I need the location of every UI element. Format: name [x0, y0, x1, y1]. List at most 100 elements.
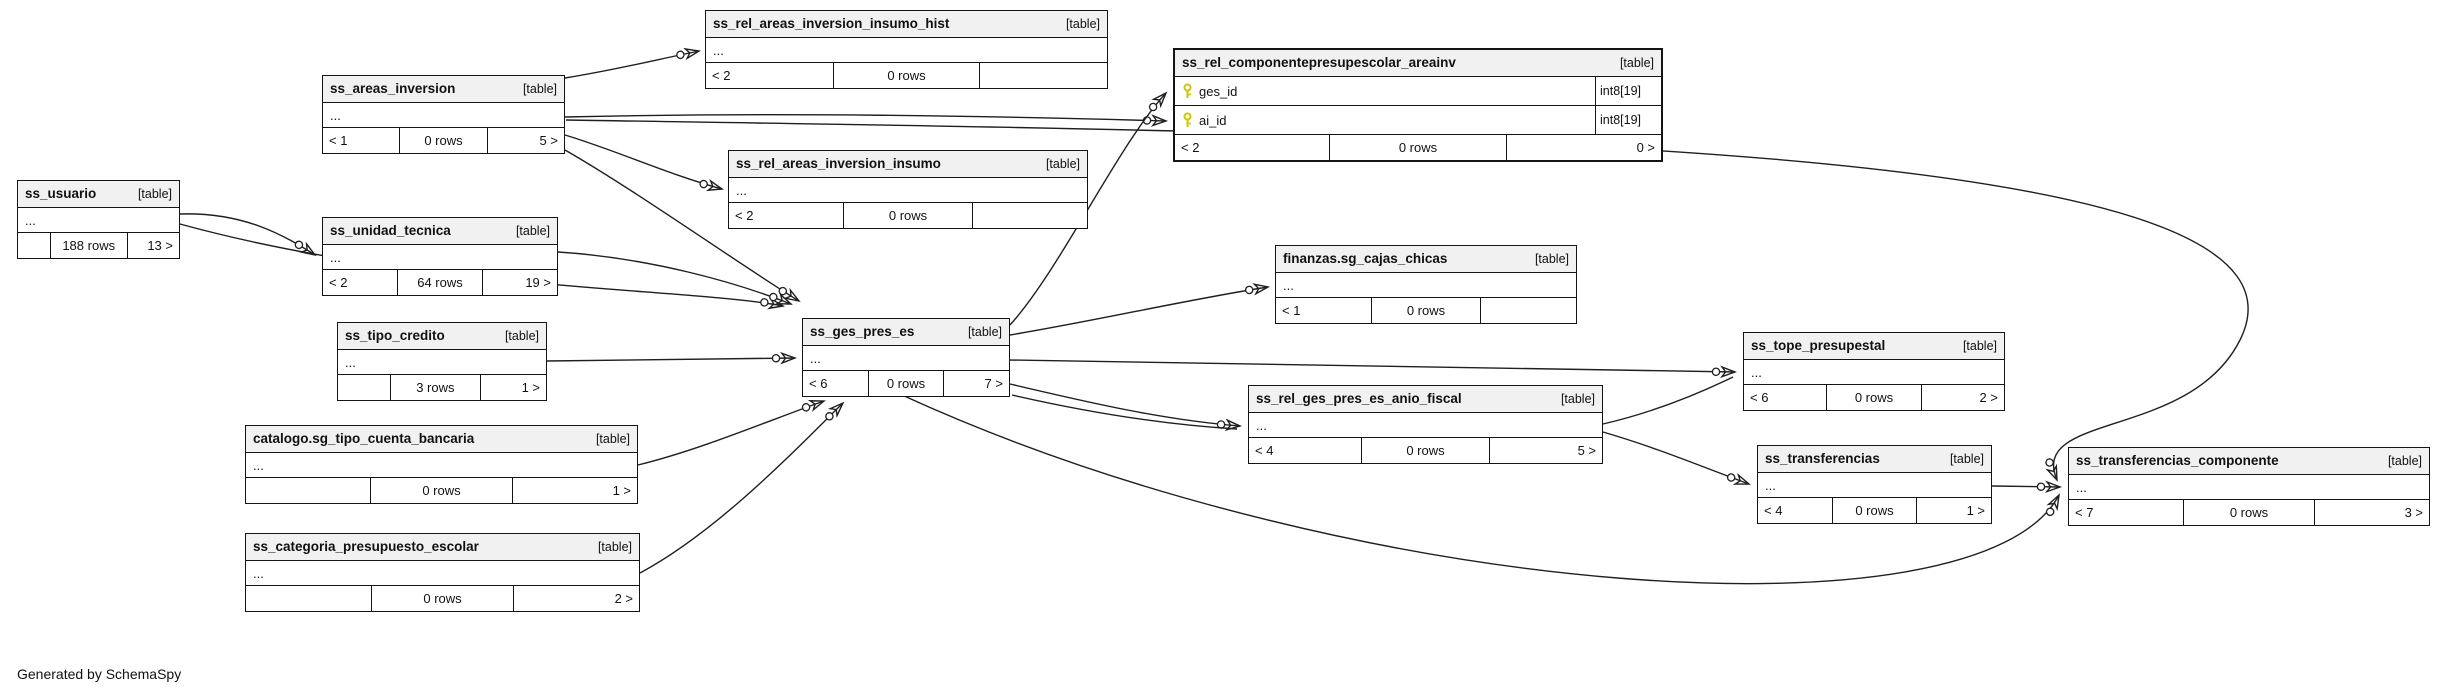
row-count: 0 rows	[1827, 385, 1922, 410]
row-count: 0 rows	[1833, 498, 1918, 523]
table-ellipsis: ...	[323, 103, 564, 128]
edge-anio-fiscal-tope-presupestal	[1602, 376, 1734, 425]
column-row-ai-id[interactable]: ai_id int8[19]	[1175, 106, 1661, 135]
table-type-tag: [table]	[2387, 453, 2422, 468]
row-count: 188 rows	[51, 233, 128, 258]
edge-categoria-ges-pres-es	[639, 401, 845, 574]
row-count: 0 rows	[844, 203, 974, 228]
parents-count: < 2	[323, 270, 399, 295]
table-name[interactable]: ss_rel_ges_pres_es_anio_fiscal	[1256, 391, 1462, 407]
table-name[interactable]: ss_transferencias	[1765, 451, 1880, 467]
row-count: 3 rows	[391, 375, 481, 400]
column-name: ai_id	[1199, 112, 1227, 128]
row-count: 0 rows	[372, 586, 515, 611]
children-count	[1481, 298, 1576, 323]
table-node-catalogo-sg-tipo-cuenta-bancaria[interactable]: catalogo.sg_tipo_cuenta_bancaria[table] …	[245, 425, 638, 504]
parents-count	[246, 478, 372, 503]
children-count: 1 >	[612, 483, 631, 498]
table-name[interactable]: ss_rel_componentepresupescolar_areainv	[1182, 55, 1456, 71]
column-type: int8[19]	[1595, 106, 1661, 134]
row-count: 64 rows	[398, 270, 483, 295]
table-ellipsis: ...	[2069, 475, 2429, 500]
edge-areas-inversion-ges-pres-es	[564, 149, 801, 303]
edge-areas-inversion-insumo	[564, 134, 724, 192]
row-count: 0 rows	[400, 128, 488, 153]
children-count: 5 >	[1577, 443, 1596, 458]
children-count	[980, 63, 1107, 88]
table-ellipsis: ...	[1758, 473, 1991, 498]
row-count: 0 rows	[371, 478, 513, 503]
table-type-tag: [table]	[597, 539, 632, 554]
table-name[interactable]: ss_unidad_tecnica	[330, 223, 451, 239]
parents-count: < 4	[1249, 438, 1362, 463]
children-count: 7 >	[984, 376, 1003, 391]
parents-count: < 4	[1758, 498, 1833, 523]
children-count: 3 >	[2404, 505, 2423, 520]
table-type-tag: [table]	[1065, 16, 1100, 31]
table-node-ss-rel-ges-pres-es-anio-fiscal[interactable]: ss_rel_ges_pres_es_anio_fiscal [table] ..…	[1248, 385, 1603, 464]
table-node-ss-rel-areas-inversion-insumo-hist[interactable]: ss_rel_areas_inversion_insumo_hist [table…	[705, 10, 1108, 89]
parents-count: < 2	[706, 63, 835, 88]
parents-count	[338, 375, 391, 400]
table-ellipsis: ...	[18, 208, 179, 233]
children-count: 2 >	[614, 591, 634, 606]
edge-ges-pres-es-anio-fiscal-2	[1011, 394, 1238, 430]
table-name[interactable]: finanzas.sg_cajas_chicas	[1283, 251, 1448, 267]
edge-ges-pres-es-transferencias-componente	[901, 394, 2060, 585]
primary-key-icon	[1183, 112, 1192, 127]
edge-transferencias-transferencias-componente	[1991, 480, 2063, 494]
column-row-ges-id[interactable]: ges_id int8[19]	[1175, 77, 1661, 106]
row-count: 0 rows	[1362, 438, 1490, 463]
table-ellipsis: ...	[338, 350, 546, 375]
table-name[interactable]: ss_transferencias_componente	[2076, 453, 2279, 469]
table-name[interactable]: ss_usuario	[25, 186, 97, 202]
edge-catalogo-ges-pres-es	[637, 400, 826, 466]
children-count: 19 >	[525, 275, 551, 290]
table-name[interactable]: ss_areas_inversion	[330, 81, 456, 97]
edge-anio-fiscal-transferencias	[1602, 431, 1751, 485]
parents-count: < 2	[1175, 135, 1331, 160]
table-name[interactable]: catalogo.sg_tipo_cuenta_bancaria	[253, 431, 475, 447]
table-type-tag: [table]	[522, 81, 557, 96]
table-name[interactable]: ss_rel_areas_inversion_insumo_hist	[713, 16, 950, 32]
table-name[interactable]: ss_tope_presupestal	[1751, 338, 1886, 354]
column-type: int8[19]	[1595, 77, 1661, 105]
row-count: 0 rows	[1330, 135, 1507, 160]
parents-count: < 7	[2069, 500, 2185, 525]
table-node-ss-rel-componentepresupescolar-areainv[interactable]: ss_rel_componentepresupescolar_areainv[t…	[1173, 48, 1663, 162]
edge-ges-pres-es-tope-presupestal	[1009, 359, 1738, 379]
table-type-tag: [table]	[595, 431, 630, 446]
table-node-ss-rel-areas-inversion-insumo[interactable]: ss_rel_areas_inversion_insumo[table] ...…	[728, 150, 1088, 229]
row-count: 0 rows	[834, 63, 980, 88]
table-ellipsis: ...	[1249, 413, 1602, 438]
table-node-ss-categoria-presupuesto-escolar[interactable]: ss_categoria_presupuesto_escolar[table] …	[245, 533, 640, 612]
children-count: 1 >	[1966, 503, 1985, 518]
table-name[interactable]: ss_categoria_presupuesto_escolar	[253, 539, 479, 555]
table-name[interactable]: ss_tipo_credito	[345, 328, 445, 344]
children-count: 0 >	[1636, 140, 1655, 155]
edge-ges-pres-es-cajas-chicas	[1009, 283, 1270, 336]
parents-count: < 1	[323, 128, 401, 153]
table-name[interactable]: ss_ges_pres_es	[810, 324, 915, 340]
parents-count: < 6	[1744, 385, 1828, 410]
table-ellipsis: ...	[1276, 273, 1576, 298]
parents-count	[246, 586, 372, 611]
table-name[interactable]: ss_rel_areas_inversion_insumo	[736, 156, 941, 172]
table-node-ss-transferencias-componente[interactable]: ss_transferencias_componente[table] ... …	[2068, 447, 2430, 526]
table-type-tag: [table]	[1560, 391, 1595, 406]
edge-ges-pres-es-anio-fiscal-1	[1009, 383, 1243, 432]
table-type-tag: [table]	[515, 223, 550, 238]
table-ellipsis: ...	[246, 453, 637, 478]
table-ellipsis: ...	[246, 561, 639, 586]
table-ellipsis: ...	[803, 346, 1009, 371]
parents-count: < 1	[1276, 298, 1373, 323]
table-type-tag: [table]	[504, 328, 539, 343]
